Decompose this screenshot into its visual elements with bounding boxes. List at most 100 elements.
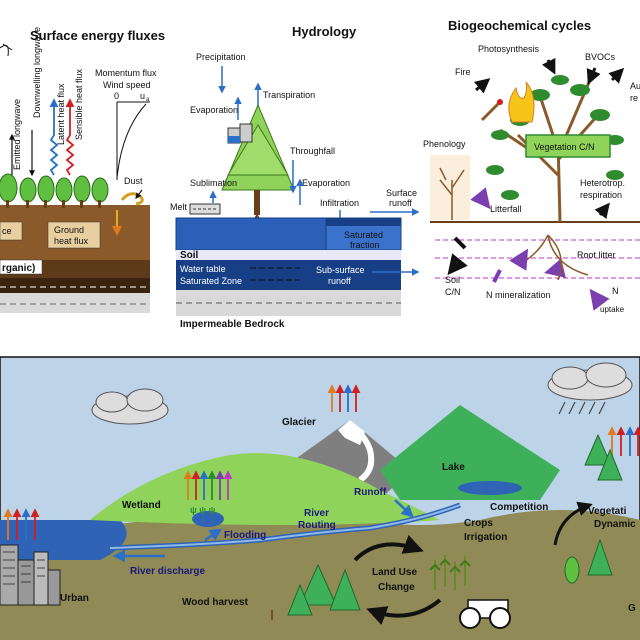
harvester-icon — [459, 599, 511, 629]
subsurface-runoff-label-1: Sub-surface — [316, 265, 365, 275]
sublimation-label: Sublimation — [190, 178, 237, 188]
urban-flux-arrows — [3, 508, 40, 540]
axis-u-sub: a — [146, 97, 150, 103]
phenology-label: Phenology — [423, 139, 466, 149]
heterotrop-label-1: Heterotrop. — [580, 178, 625, 188]
land-use-arrow-top — [353, 535, 424, 562]
transpiration-label: Transpiration — [263, 90, 315, 100]
dust-icon — [120, 192, 144, 206]
green-hill — [90, 453, 440, 525]
crops-label-2: Irrigation — [464, 532, 507, 543]
sun-ray-icon — [0, 44, 9, 57]
organic-box — [0, 259, 43, 275]
litterfall-label: Litterfall — [490, 204, 522, 214]
n-uptake-label-2: uptake — [600, 305, 625, 314]
glacier-flux-arrows — [327, 384, 361, 412]
lake — [458, 481, 522, 495]
green-mountain — [380, 405, 560, 500]
lake-label: Lake — [442, 462, 465, 473]
latent-heat-label: Latent heat flux — [56, 83, 66, 145]
landscape-panel: ψ ψ ψ — [0, 356, 640, 640]
momentum-flux-label: Momentum flux — [95, 68, 157, 78]
conifer-tree-layer — [227, 124, 289, 176]
soil-cn-label-1: Soil — [445, 275, 460, 285]
crops-icon — [429, 555, 471, 590]
subsurface-runoff-label-2: runoff — [328, 276, 351, 286]
deciduous-tree-icon — [564, 556, 580, 584]
root-litter-label: Root litter — [577, 250, 616, 260]
wetland-plants-icon: ψ ψ ψ — [190, 505, 216, 515]
river-routing-label-2: Routing — [298, 520, 336, 531]
autotrophic-label-1: Au — [630, 81, 640, 91]
wind-profile-curve — [116, 103, 147, 179]
bedrock-layer — [0, 293, 150, 313]
rain-drops — [558, 401, 606, 415]
rain-cloud-icon — [547, 362, 633, 415]
land-use-arrow-bottom — [366, 598, 442, 625]
photosynthesis-label: Photosynthesis — [478, 44, 540, 54]
axis-u-label: u — [140, 91, 145, 101]
urban-buildings-icon — [0, 544, 61, 606]
latent-heat-arrow — [49, 98, 59, 176]
saturated-fraction-label-2: fraction — [350, 240, 380, 250]
glacier-flow — [348, 422, 375, 483]
hydrology-title: Hydrology — [292, 24, 357, 39]
throughfall-label: Throughfall — [290, 146, 335, 156]
tree-row — [0, 173, 109, 208]
evaporation-top-label: Evaporation — [190, 105, 238, 115]
ground-heat-label-1: Ground — [54, 225, 84, 235]
n-uptake-arrow — [589, 288, 610, 311]
wind-speed-label: Wind speed — [103, 80, 151, 90]
bare-tree-icon — [439, 167, 465, 220]
n-mineralization-arrows — [492, 252, 526, 283]
saturated-zone-block — [176, 260, 401, 290]
bvocs-label: BVOCs — [585, 52, 616, 62]
glacier-cap — [338, 420, 365, 445]
runoff-arrow — [394, 499, 414, 518]
saturated-fraction-top — [326, 218, 401, 226]
land-use-label-2: Change — [378, 582, 415, 593]
saturated-zone-label: Saturated Zone — [180, 276, 242, 286]
g-label: G — [628, 603, 636, 614]
ground-heat-label-2: heat flux — [54, 236, 89, 246]
left-box-label: ce — [2, 226, 12, 236]
canopy-bucket-icon — [239, 123, 253, 143]
biogeochem-panel: Biogeochemical cycles Photosynthesis BVO… — [423, 18, 640, 314]
river-highlight — [109, 504, 461, 549]
wood-harvest-label: Wood harvest — [182, 597, 249, 608]
photosynthesis-arrow — [541, 57, 556, 75]
biogeochem-title: Biogeochemical cycles — [448, 18, 591, 33]
autotrophic-arrow — [608, 67, 625, 84]
phenology-background — [430, 155, 470, 220]
soil-cn-label-2: C/N — [445, 287, 461, 297]
melt-label: Melt — [170, 202, 188, 212]
competition-label: Competition — [490, 502, 548, 513]
vegetation-dynamics-label-1: Vegetati — [588, 506, 627, 517]
left-box — [0, 221, 23, 241]
soil-label: Soil — [180, 250, 199, 261]
ocean — [0, 520, 127, 560]
competition-arrow — [553, 501, 593, 546]
glacier-label: Glacier — [282, 417, 316, 428]
fire-icon — [508, 81, 535, 123]
axis-zero-label: 0 — [114, 91, 119, 101]
bvocs-arrow — [586, 67, 601, 85]
water-table-label: Water table — [180, 264, 226, 274]
fire-arrow — [473, 78, 491, 94]
energy-panel: Surface energy fluxes ce rganic) Ground … — [0, 27, 165, 313]
crops-label-1: Crops — [464, 518, 493, 529]
soil-layer-dark — [0, 278, 150, 293]
emitted-longwave-label: Emitted longwave — [12, 99, 22, 170]
river-discharge-label: River discharge — [130, 566, 205, 577]
fire-label: Fire — [455, 67, 471, 77]
organic-label: rganic) — [2, 263, 35, 274]
sensible-heat-arrow — [65, 98, 75, 176]
n-mineralization-label: N mineralization — [486, 290, 551, 300]
saturated-fraction-label-1: Saturated — [344, 230, 383, 240]
infiltration-label: Infiltration — [320, 198, 359, 208]
flooding-arrow — [204, 528, 223, 542]
evaporation-bottom-label: Evaporation — [302, 178, 350, 188]
sensible-heat-label: Sensible heat flux — [74, 68, 84, 140]
vegetation-dynamics-label-2: Dynamic — [594, 519, 636, 530]
